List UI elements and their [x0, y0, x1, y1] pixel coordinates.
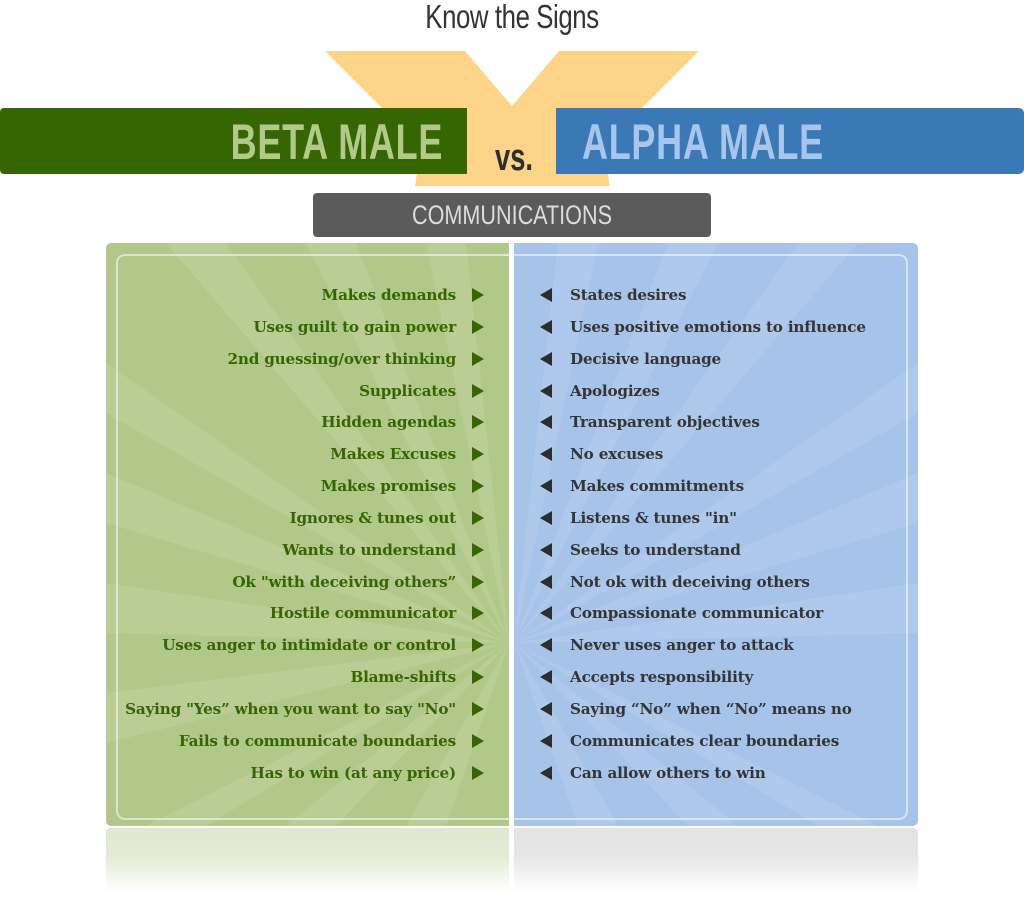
beta-trait-item: Saying "Yes” when you want to say "No": [125, 694, 484, 726]
arrow-right-icon: [472, 447, 484, 462]
vs-label: vs.: [494, 137, 534, 179]
alpha-trait-item: Communicates clear boundaries: [540, 726, 866, 758]
arrow-right-icon: [472, 415, 484, 430]
alpha-trait-item: Can allow others to win: [540, 758, 866, 790]
alpha-trait-item: Listens & tunes "in": [540, 503, 866, 535]
page-title: Know the Signs: [425, 0, 599, 35]
beta-trait-item: Wants to understand: [125, 535, 484, 567]
beta-trait-item: Hidden agendas: [125, 407, 484, 439]
arrow-left-icon: [540, 510, 552, 525]
alpha-trait-item: Makes commitments: [540, 471, 866, 503]
alpha-trait-item: Not ok with deceiving others: [540, 567, 866, 599]
beta-trait-item: Makes demands: [125, 280, 484, 312]
beta-trait-item: Ok "with deceiving others”: [125, 567, 484, 599]
arrow-left-icon: [540, 701, 552, 716]
alpha-traits-panel: States desires Uses positive emotions to…: [514, 243, 918, 826]
arrow-right-icon: [472, 351, 484, 366]
arrow-right-icon: [472, 733, 484, 748]
arrow-left-icon: [540, 670, 552, 685]
alpha-trait-item: Uses positive emotions to influence: [540, 312, 866, 344]
arrow-left-icon: [540, 383, 552, 398]
alpha-male-label: ALPHA MALE: [582, 114, 824, 170]
beta-trait-item: Fails to communicate boundaries: [125, 726, 484, 758]
arrow-right-icon: [472, 765, 484, 780]
arrow-right-icon: [472, 606, 484, 621]
alpha-trait-item: No excuses: [540, 439, 866, 471]
beta-trait-item: Hostile communicator: [125, 598, 484, 630]
beta-traits-list: Makes demands Uses guilt to gain power 2…: [125, 280, 484, 790]
beta-trait-item: Has to win (at any price): [125, 758, 484, 790]
alpha-trait-item: Never uses anger to attack: [540, 630, 866, 662]
arrow-left-icon: [540, 447, 552, 462]
beta-traits-panel: Makes demands Uses guilt to gain power 2…: [106, 243, 509, 826]
alpha-trait-item: Apologizes: [540, 376, 866, 408]
sunburst-rays-decoration: [514, 243, 918, 826]
beta-male-banner: BETA MALE: [0, 108, 467, 174]
arrow-left-icon: [540, 606, 552, 621]
alpha-traits-list: States desires Uses positive emotions to…: [540, 280, 866, 790]
beta-panel-inner-border: [116, 254, 509, 820]
alpha-panel-inner-border: [514, 254, 908, 820]
arrow-left-icon: [540, 638, 552, 653]
alpha-trait-item: Seeks to understand: [540, 535, 866, 567]
alpha-trait-item: Decisive language: [540, 344, 866, 376]
alpha-trait-item: Saying “No” when “No” means no: [540, 694, 866, 726]
beta-panel-reflection: [106, 828, 509, 892]
arrow-right-icon: [472, 542, 484, 557]
arrow-left-icon: [540, 319, 552, 334]
arrow-left-icon: [540, 733, 552, 748]
section-header: COMMUNICATIONS: [313, 193, 711, 237]
arrow-right-icon: [472, 701, 484, 716]
arrow-right-icon: [472, 574, 484, 589]
x-shape-decoration: [325, 51, 699, 186]
beta-trait-item: Blame-shifts: [125, 662, 484, 694]
arrow-left-icon: [540, 415, 552, 430]
arrow-right-icon: [472, 670, 484, 685]
arrow-right-icon: [472, 383, 484, 398]
alpha-panel-reflection: [514, 828, 918, 892]
arrow-left-icon: [540, 288, 552, 302]
alpha-male-banner: ALPHA MALE: [556, 108, 1024, 174]
alpha-trait-item: States desires: [540, 280, 866, 312]
beta-male-label: BETA MALE: [230, 114, 443, 170]
beta-trait-item: Supplicates: [125, 376, 484, 408]
section-title: COMMUNICATIONS: [412, 200, 612, 230]
beta-trait-item: Ignores & tunes out: [125, 503, 484, 535]
arrow-right-icon: [472, 638, 484, 653]
beta-trait-item: Makes promises: [125, 471, 484, 503]
alpha-trait-item: Accepts responsibility: [540, 662, 866, 694]
alpha-trait-item: Transparent objectives: [540, 407, 866, 439]
beta-trait-item: Uses guilt to gain power: [125, 312, 484, 344]
arrow-right-icon: [472, 319, 484, 334]
alpha-trait-item: Compassionate communicator: [540, 598, 866, 630]
beta-trait-item: 2nd guessing/over thinking: [125, 344, 484, 376]
sunburst-rays-decoration: [106, 243, 509, 826]
arrow-right-icon: [472, 288, 484, 302]
arrow-left-icon: [540, 542, 552, 557]
arrow-right-icon: [472, 510, 484, 525]
arrow-left-icon: [540, 574, 552, 589]
beta-trait-item: Uses anger to intimidate or control: [125, 630, 484, 662]
arrow-right-icon: [472, 479, 484, 494]
arrow-left-icon: [540, 765, 552, 780]
arrow-left-icon: [540, 479, 552, 494]
beta-trait-item: Makes Excuses: [125, 439, 484, 471]
arrow-left-icon: [540, 351, 552, 366]
